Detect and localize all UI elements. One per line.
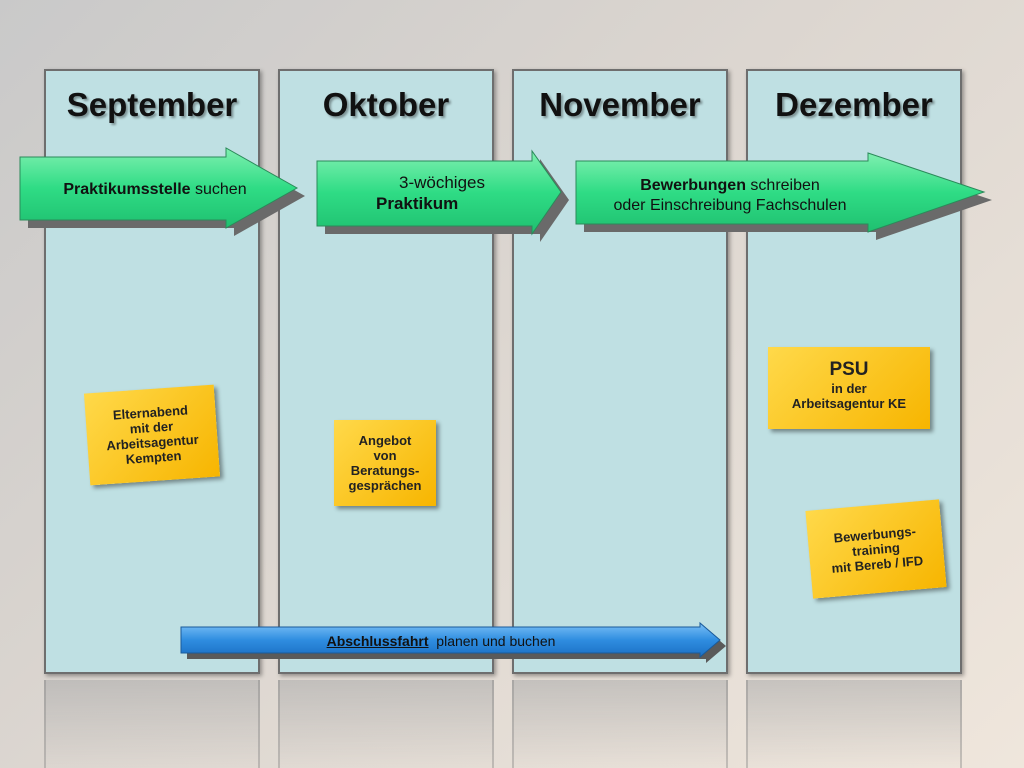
arrow-bewerbungen bbox=[575, 152, 986, 233]
arrow-bewerbungen-bold: Bewerbungen bbox=[640, 177, 746, 194]
month-september: September bbox=[66, 86, 238, 123]
column-reflection bbox=[512, 680, 728, 768]
column-reflection bbox=[44, 680, 260, 768]
note-psu-line: Arbeitsagentur KE bbox=[791, 396, 907, 411]
note-angebot-line: von bbox=[373, 448, 397, 463]
month-november: November bbox=[539, 86, 701, 123]
month-dezember: Dezember bbox=[775, 86, 933, 123]
month-oktober: Oktober bbox=[322, 86, 450, 123]
note-angebot-line: Beratungs- bbox=[350, 463, 420, 478]
arrow-bewerbungen-rest: schreiben bbox=[745, 177, 820, 194]
arrow-bewerbungen-line2: oder Einschreibung Fachschulen bbox=[613, 197, 847, 214]
arrow-praktikumsstelle-rest: suchen bbox=[190, 181, 247, 198]
arrow-praktikumsstelle bbox=[19, 147, 299, 229]
note-psu: PSU in der Arbeitsagentur KE bbox=[768, 347, 930, 429]
note-elternabend: Elternabend mit der Arbeitsagentur Kempt… bbox=[83, 384, 221, 486]
arrow-praktikumsstelle-bold: Praktikumsstelle bbox=[63, 181, 191, 198]
note-bewerbungstraining-line: mit Bereb / IFD bbox=[830, 552, 924, 576]
arrow-abschlussfahrt-label: Abschlussfahrt planen und buchen bbox=[181, 633, 701, 651]
note-psu-line: in der bbox=[831, 381, 867, 396]
arrow-abschlussfahrt bbox=[180, 621, 721, 659]
column-reflection bbox=[278, 680, 494, 768]
note-angebot-line: Angebot bbox=[358, 433, 412, 448]
arrow-praktikum bbox=[316, 149, 562, 236]
column-reflection bbox=[746, 680, 962, 768]
arrow-abschlussfahrt-rest: planen und buchen bbox=[428, 633, 556, 649]
note-angebot: Angebot von Beratungs- gesprächen bbox=[334, 420, 436, 506]
arrow-praktikum-line1: 3-wöchiges bbox=[399, 173, 485, 192]
arrow-bewerbungen-line1: Bewerbungen schreiben bbox=[580, 176, 880, 196]
note-psu-title: PSU bbox=[829, 359, 869, 380]
note-angebot-line: gesprächen bbox=[348, 478, 422, 493]
note-elternabend-line: Kempten bbox=[125, 448, 182, 467]
arrow-praktikum-line2: Praktikum bbox=[376, 194, 459, 214]
arrow-praktikumsstelle-label: Praktikumsstelle suchen bbox=[20, 180, 290, 200]
arrow-praktikum-label: 3-wöchiges Praktikum bbox=[340, 172, 530, 215]
note-bewerbungstraining: Bewerbungs- training mit Bereb / IFD bbox=[805, 499, 947, 599]
arrow-abschlussfahrt-bold: Abschlussfahrt bbox=[326, 633, 429, 649]
arrow-bewerbungen-label: Bewerbungen schreiben oder Einschreibung… bbox=[580, 176, 880, 216]
